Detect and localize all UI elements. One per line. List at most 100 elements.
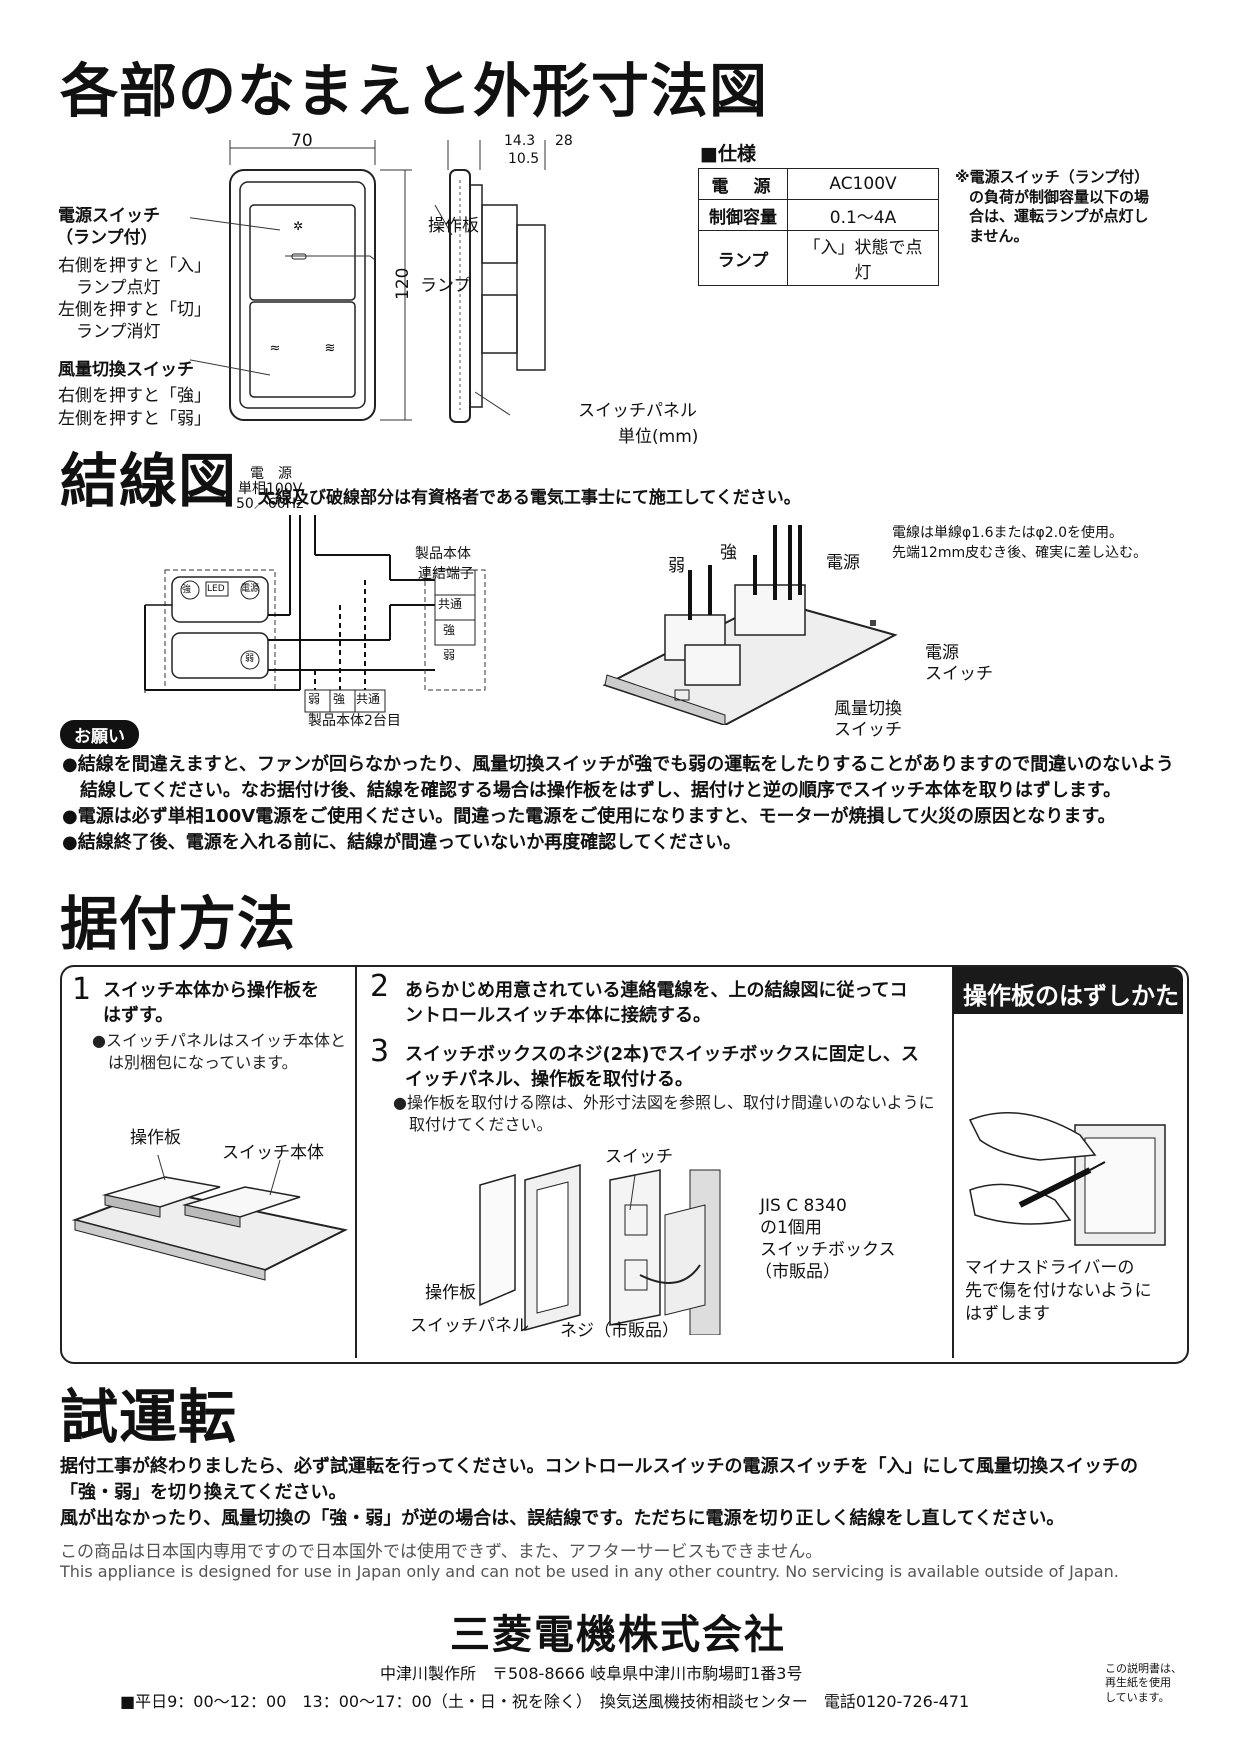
section-title-parts: 各部のなまえと外形寸法図 — [60, 57, 769, 125]
terminal-weak: 弱 — [443, 648, 456, 662]
label-power-right: 右側を押すと「入」 — [58, 256, 211, 276]
request-item: ●結線終了後、電源を入れる前に、結線が間違っていないか再度確認してください。 — [62, 832, 742, 854]
spec-key: ランプ — [698, 230, 788, 286]
fig-jis-4: （市販品） — [755, 1262, 840, 1282]
divider — [952, 967, 954, 1358]
request-item: ●結線を間違えますと、ファンが回らなかったり、風量切換スイッチが強でも弱の運転を… — [62, 754, 1174, 802]
label-power-switch: 電源スイッチ — [58, 206, 160, 226]
step3-note: ●操作板を取付ける際は、外形寸法図を参照し、取付け間違いのないように取付けてくだ… — [393, 1093, 935, 1134]
remove-note-3: はずします — [965, 1304, 1050, 1324]
label-fan-right: 右側を押すと「強」 — [58, 386, 211, 406]
divider — [355, 967, 357, 1358]
japan-only-en: This appliance is designed for use in Ja… — [60, 1562, 1119, 1581]
step1-illustration — [71, 1155, 349, 1281]
product-body-label: 製品本体 — [415, 546, 471, 562]
remove-note-2: 先で傷を付けないように — [965, 1281, 1152, 1301]
section-title-wiring: 結線図 — [60, 447, 238, 515]
recycled-line: この説明書は、 — [1105, 1662, 1182, 1675]
spec-note: ※電源スイッチ（ランプ付） の負荷が制御容量以下の場 合は、運転ランプが点灯し … — [955, 168, 1149, 246]
sw-power: 電源 — [241, 584, 260, 594]
label-power-left-sub: ランプ消灯 — [76, 322, 161, 342]
dim-side-c: 10.5 — [508, 151, 540, 167]
spec-note-line: 合は、運転ランプが点灯し — [969, 207, 1149, 225]
terminal-strong: 強 — [443, 623, 456, 637]
test-line: 風が出なかったり、風量切換の「強・弱」が逆の場合は、誤結線です。ただちに電源を切… — [60, 1508, 1065, 1530]
sw-led: LED — [207, 584, 225, 594]
install-panel — [60, 965, 1189, 1364]
terminal-common: 共通 — [438, 597, 463, 611]
spec-note-line: ません。 — [969, 226, 1029, 245]
spec-key: 電 源 — [698, 168, 788, 200]
section-title-install: 据付方法 — [60, 890, 297, 958]
wire-weak-label: 弱 — [668, 556, 685, 576]
sw-weak: 弱 — [245, 654, 255, 664]
fig-jis-3: スイッチボックス — [760, 1240, 896, 1260]
test-line: 据付工事が終わりましたら、必ず試運転を行ってください。コントロールスイッチの電源… — [60, 1456, 1139, 1504]
test-text: 据付工事が終わりましたら、必ず試運転を行ってください。コントロールスイッチの電源… — [60, 1454, 1190, 1532]
japan-only-ja: この商品は日本国内専用ですので日本国外では使用できず、また、アフターサービスもで… — [60, 1542, 823, 1562]
dim-width: 70 — [291, 131, 313, 151]
power-spec-1: 単相100V — [238, 481, 303, 497]
label-fan-switch: 風量切換スイッチ — [58, 360, 194, 380]
spec-note-line: ※電源スイッチ（ランプ付） — [955, 168, 1150, 186]
fig-switch-body: スイッチ本体 — [222, 1143, 324, 1163]
wire-power-label: 電源 — [826, 553, 860, 573]
label-power-left: 左側を押すと「切」 — [58, 300, 211, 320]
power-label: 電 源 — [250, 466, 292, 482]
recycled-line: しています。 — [1105, 1690, 1170, 1704]
fig-control: 操作板 — [425, 1283, 476, 1303]
step-number: 3 — [370, 1034, 390, 1069]
wiring-note-1: 電線は単線φ1.6またはφ2.0を使用。 — [892, 525, 1123, 541]
step1-note: ●スイッチパネルはスイッチ本体とは別梱包になっています。 — [92, 1031, 346, 1072]
request-list: ●結線を間違えますと、ファンが回らなかったり、風量切換スイッチが強でも弱の運転を… — [62, 752, 1187, 856]
wiring-schematic — [144, 515, 486, 713]
wire-strong-label: 強 — [720, 543, 737, 563]
svg-text:✲: ✲ — [293, 219, 303, 233]
spec-note-line: の負荷が制御容量以下の場 — [969, 187, 1150, 206]
power-spec-2: 50／60Hz — [236, 496, 304, 512]
fig-panel: スイッチパネル — [410, 1316, 529, 1336]
fig-screw: ネジ（市販品） — [560, 1321, 679, 1341]
spec-row: ランプ「入」状態で点灯 — [698, 230, 939, 286]
recycled-line: 再生紙を使用 — [1105, 1676, 1171, 1690]
svg-text:≈: ≈ — [270, 341, 281, 356]
wire-fan-label-2: スイッチ — [834, 720, 902, 740]
dim-side-a: 14.3 — [504, 133, 536, 149]
dim-side-b: 28 — [555, 133, 573, 149]
wire-power-switch-label-1: 電源 — [925, 643, 959, 663]
dimension-drawing: ✲ ≈ ≋ — [190, 140, 546, 423]
company-name: 三菱電機株式会社 — [450, 1612, 786, 1658]
fig-jis-1: JIS C 8340 — [760, 1196, 847, 1216]
spec-value: 0.1～4A — [787, 199, 939, 231]
terminal-label: 連結端子 — [418, 566, 474, 582]
request-item: ●電源は必ず単相100V電源をご使用ください。間違った電源をご使用になりますと、… — [62, 806, 1116, 828]
remove-title: 操作板のはずしかた — [963, 982, 1179, 1010]
fig-switch: スイッチ — [605, 1147, 673, 1167]
label-power-right-sub: ランプ点灯 — [76, 278, 161, 298]
step3-illustration — [479, 1164, 721, 1335]
second-term-strong: 強 — [333, 692, 346, 706]
spec-key: 制御容量 — [698, 199, 788, 231]
fig-control-plate: 操作板 — [130, 1128, 181, 1148]
step-number: 2 — [370, 969, 390, 1004]
wire-power-switch-label-2: スイッチ — [925, 664, 993, 684]
label-lamp: ランプ — [420, 276, 471, 296]
remove-title-bar — [953, 967, 1183, 1014]
second-body-label: 製品本体2台目 — [308, 713, 401, 729]
second-term-weak: 弱 — [308, 692, 321, 706]
support-hours: ■平日9：00～12：00 13：00～17：00（土・日・祝を除く） 換気送風… — [120, 1692, 970, 1711]
second-term-common: 共通 — [356, 692, 381, 706]
svg-text:≋: ≋ — [325, 341, 336, 356]
spec-value: AC100V — [787, 168, 939, 200]
request-label: お願い — [60, 720, 139, 749]
recycled-note: この説明書は、 再生紙を使用 しています。 — [1105, 1662, 1182, 1705]
wiring-note-2: 先端12mm皮むき後、確実に差し込む。 — [892, 545, 1148, 561]
step3-text: スイッチボックスのネジ(2本)でスイッチボックスに固定し、スイッチパネル、操作板… — [405, 1044, 919, 1091]
request-badge: お願い — [60, 720, 139, 749]
wire-fan-label-1: 風量切換 — [834, 699, 902, 719]
step1-text: スイッチ本体から操作板をはずす。 — [103, 980, 319, 1027]
wiring-illustration — [602, 525, 898, 725]
wiring-subtitle: 太線及び破線部分は有資格者である電気工事士にて施工してください。 — [258, 488, 801, 508]
